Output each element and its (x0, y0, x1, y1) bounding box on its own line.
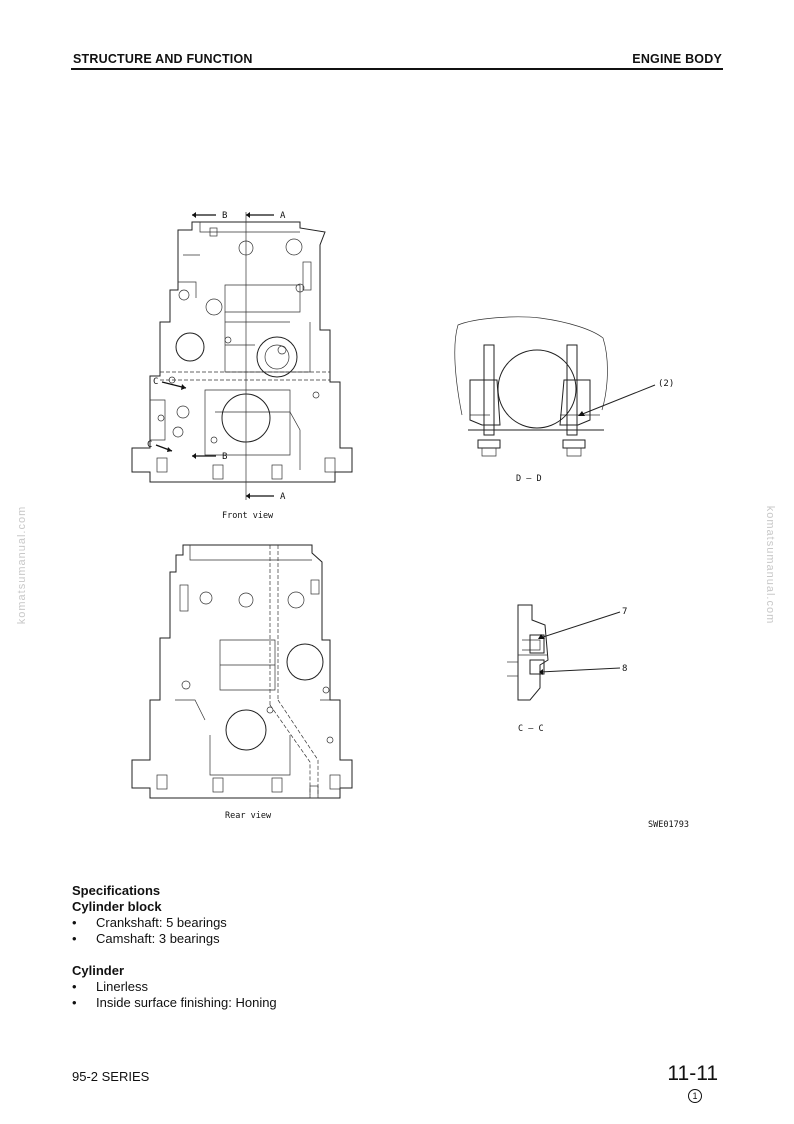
front-section-label-a-bottom: A (280, 492, 286, 502)
cylinder-heading: Cylinder (72, 963, 125, 978)
front-section-label-b-bottom: B (222, 452, 227, 462)
cc-section-caption: C – C (518, 724, 544, 734)
rear-view-caption: Rear view (225, 811, 272, 821)
front-section-label-b-top: B (222, 211, 227, 221)
front-view-section-arrows (155, 212, 274, 499)
header-section-title: STRUCTURE AND FUNCTION (73, 52, 253, 66)
header-rule (71, 68, 723, 70)
cylinder-list: Linerless Inside surface finishing: Honi… (72, 979, 277, 1011)
front-section-label-c-bottom: C (147, 440, 152, 450)
dd-section-drawing (454, 316, 656, 457)
specifications-block: Specifications Cylinder block Crankshaft… (72, 883, 277, 1011)
list-item: Inside surface finishing: Honing (72, 995, 277, 1011)
callout-7-label: 7 (622, 607, 627, 617)
list-item: Crankshaft: 5 bearings (72, 915, 277, 931)
front-view-drawing (131, 212, 353, 500)
dd-section-caption: D – D (516, 474, 542, 484)
list-item: Linerless (72, 979, 277, 995)
front-view-caption: Front view (222, 511, 274, 521)
page-number: 11-11 (667, 1062, 718, 1085)
cylinder-block-heading: Cylinder block (72, 899, 162, 914)
header-chapter-title: ENGINE BODY (632, 52, 722, 66)
front-section-label-c-top: C (153, 377, 158, 387)
callout-8-label: 8 (622, 664, 627, 674)
list-item: Camshaft: 3 bearings (72, 931, 277, 947)
rear-view-drawing (131, 544, 353, 799)
cylinder-block-list: Crankshaft: 5 bearings Camshaft: 3 beari… (72, 915, 277, 947)
callout-2-label: (2) (658, 379, 674, 389)
revision-mark: 1 (688, 1089, 702, 1103)
specifications-title: Specifications (72, 883, 161, 898)
footer-series: 95-2 SERIES (72, 1069, 150, 1084)
cc-section-drawing (507, 604, 621, 701)
front-section-label-a-top: A (280, 211, 286, 221)
figure-code: SWE01793 (648, 820, 689, 830)
